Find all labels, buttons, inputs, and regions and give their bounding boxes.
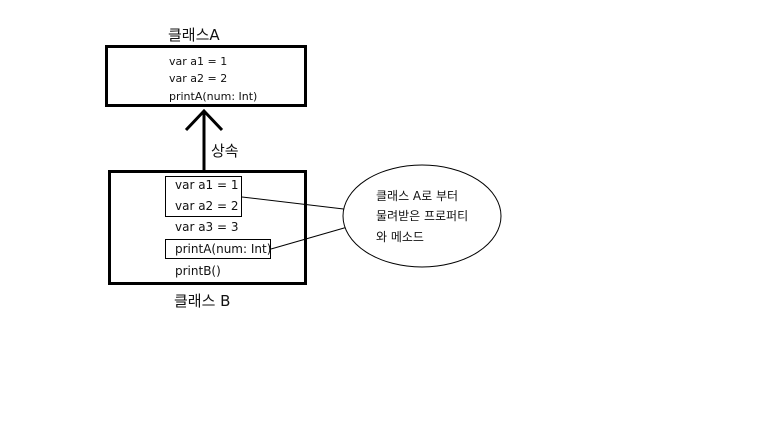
inheritance-arrowhead: [184, 108, 224, 132]
callout-line-1: 클래스 A로 부터: [376, 189, 459, 203]
class-b-line-a1: var a1 = 1: [175, 178, 239, 192]
class-b-line-printb: printB(): [175, 264, 221, 278]
class-a-line-printa: printA(num: Int): [169, 90, 258, 103]
callout-line-3: 와 메소드: [376, 230, 424, 244]
class-b-line-a2: var a2 = 2: [175, 199, 239, 213]
class-a-title: 클래스A: [168, 26, 220, 44]
class-b-line-printa: printA(num: Int): [175, 242, 272, 256]
class-a-line-a1: var a1 = 1: [169, 55, 228, 68]
inherited-method-box: [165, 239, 271, 259]
class-b-line-a3: var a3 = 3: [175, 220, 239, 234]
inherited-properties-box: [165, 176, 242, 217]
class-a-line-a2: var a2 = 2: [169, 72, 228, 85]
inheritance-label: 상속: [211, 142, 239, 160]
class-b-title: 클래스 B: [174, 292, 231, 310]
class-a-box: var a1 = 1 var a2 = 2 printA(num: Int): [105, 45, 307, 107]
callout-line-2: 물려받은 프로퍼티: [376, 209, 469, 223]
